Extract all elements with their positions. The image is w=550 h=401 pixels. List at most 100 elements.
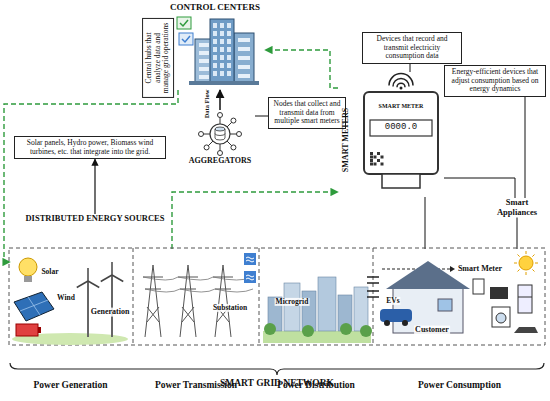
node-text: CONTROL CENTERS [165, 2, 265, 12]
connector [517, 218, 518, 249]
window [220, 39, 224, 44]
window [227, 23, 231, 28]
monitor-icon [177, 17, 191, 29]
window [199, 43, 209, 47]
tree [264, 323, 276, 335]
ev-car [380, 309, 412, 322]
city-building [318, 277, 336, 331]
window [213, 47, 217, 52]
window [199, 51, 209, 55]
window [227, 31, 231, 36]
illustration-label: Microgrid [275, 298, 310, 306]
section-heading: DISTRIBUTED ENERGY SOURCES [20, 214, 170, 224]
grid-icon-mark [246, 257, 254, 262]
illustration-label: SMART METER [378, 103, 425, 110]
window [220, 47, 224, 52]
bulb [19, 258, 37, 276]
qr-cell [381, 163, 384, 166]
wifi-arc [389, 74, 413, 86]
window [227, 71, 231, 76]
meter-small [473, 279, 484, 294]
qr-cell [370, 152, 373, 155]
qr-cell [370, 163, 373, 166]
battery [16, 324, 38, 336]
battery-tip [38, 327, 41, 333]
solar-grid [20, 297, 48, 315]
qr-cell [381, 156, 384, 159]
turbine-blade [101, 275, 112, 282]
pylon [143, 265, 163, 337]
node-text: AGGREGATORS [185, 156, 255, 165]
node-text: DISTRIBUTED ENERGY SOURCES [20, 214, 170, 224]
city-building [284, 283, 300, 331]
window [213, 63, 217, 68]
illustration-label: EVs [385, 297, 400, 305]
window [213, 23, 217, 28]
connector [525, 97, 526, 198]
database [215, 129, 225, 140]
panel-divider [259, 248, 260, 345]
window [220, 55, 224, 60]
spoke-node [199, 132, 204, 137]
spoke-node [204, 145, 209, 150]
node-text: Nodes that collect and transmit data fro… [272, 100, 342, 126]
illustration-label: Substation [212, 304, 248, 312]
sun-ray [514, 263, 517, 264]
tree [360, 325, 372, 337]
callout-box: Devices that record and transmit electri… [362, 32, 462, 64]
connector [265, 50, 338, 88]
wheel [384, 320, 390, 326]
bulb-base [24, 276, 32, 282]
node-text: Power Distribution [261, 380, 371, 390]
connector [425, 197, 426, 249]
solar-panel [14, 292, 54, 321]
sun-ray [532, 255, 534, 257]
power-line [143, 277, 253, 292]
callout-box: Energy-efficient devices that adjust con… [444, 65, 546, 97]
appliance-label: Smart Appliances [488, 198, 546, 218]
database [215, 127, 225, 131]
turbine-blade [77, 281, 88, 288]
ground [263, 331, 371, 343]
illustration-label: 0000.0 [384, 123, 418, 133]
check-mark [180, 20, 188, 26]
window [238, 56, 250, 60]
hub [210, 124, 230, 144]
turbine-blade [112, 275, 123, 282]
wifi-dot [400, 87, 403, 90]
sun-ray [526, 251, 527, 254]
callout-box: Nodes that collect and transmit data fro… [268, 97, 346, 129]
spoke-node [231, 145, 236, 150]
connector [255, 116, 268, 117]
window [220, 31, 224, 36]
window [238, 74, 250, 78]
window [227, 39, 231, 44]
meter-body [364, 92, 438, 174]
node-text: Devices that record and transmit electri… [366, 35, 458, 61]
qr-cell [374, 163, 377, 166]
sun-ray [532, 269, 534, 271]
wifi-arc [393, 78, 409, 86]
building-base [189, 81, 259, 85]
illustration-label: Generation [90, 308, 131, 317]
spoke-node [237, 132, 242, 137]
grid-icon-mark [246, 275, 254, 280]
window [213, 31, 217, 36]
callout-box: Central hubs that analyze data and manag… [142, 18, 174, 98]
control-center-icon [165, 13, 265, 87]
callout-box: Solar panels, Hydro power, Biomass wind … [14, 136, 166, 159]
qr-cell [370, 159, 373, 162]
fridge-door [518, 297, 532, 298]
connector [219, 90, 221, 110]
qr-cell [370, 156, 373, 159]
qr-cell [377, 159, 380, 162]
link-mark [367, 290, 379, 292]
panel-divider [133, 248, 134, 345]
window [199, 67, 209, 71]
window [213, 71, 217, 76]
connector [410, 64, 411, 72]
qr-cell [374, 156, 377, 159]
connector [4, 90, 178, 262]
window [220, 71, 224, 76]
sun-ray [518, 269, 520, 271]
